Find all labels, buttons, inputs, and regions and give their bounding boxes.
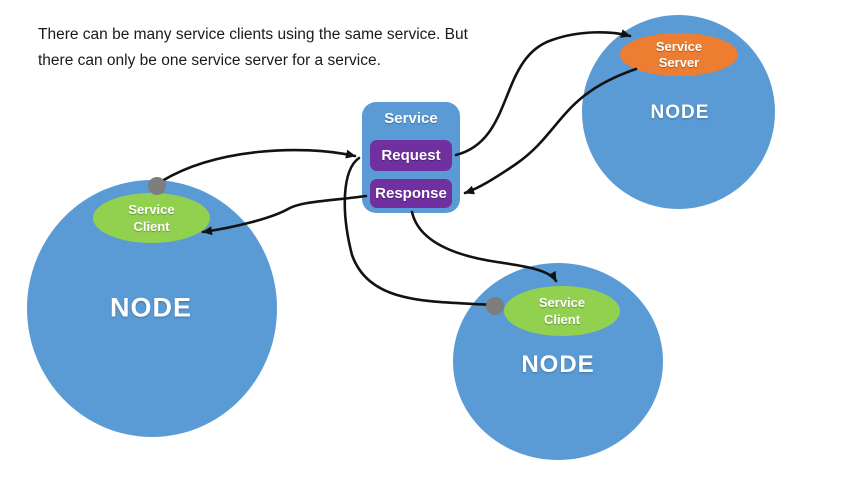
right-badge-line-2: Server <box>658 54 700 70</box>
bottom-badge-line-2: Client <box>543 312 581 327</box>
request-label: Request <box>381 147 441 164</box>
request-box: Request <box>370 140 452 171</box>
response-box: Response <box>370 179 452 208</box>
bottom-node-label: NODE <box>521 351 595 378</box>
service-box-title: Service <box>384 110 438 127</box>
arrow-left-client-to-request <box>160 148 357 183</box>
left-service-client-badge: Service Client <box>93 193 210 243</box>
left-badge-line-2: Client <box>133 219 170 234</box>
bottom-service-client-badge: Service Client <box>504 286 620 336</box>
caption-text: There can be many service clients using … <box>38 22 478 74</box>
right-service-server-badge: Service Server <box>620 33 738 76</box>
right-badge-line-1: Service <box>655 38 703 54</box>
caption-line-1: There can be many service clients using … <box>38 26 468 43</box>
response-label: Response <box>375 185 447 202</box>
bottom-badge-line-1: Service <box>538 295 586 310</box>
right-node-label: NODE <box>650 102 710 123</box>
left-badge-line-1: Service <box>128 202 175 217</box>
caption-line-2: there can only be one service server for… <box>38 52 381 69</box>
left-node-label: NODE <box>109 292 193 323</box>
service-box: Service Request Response <box>362 102 460 213</box>
